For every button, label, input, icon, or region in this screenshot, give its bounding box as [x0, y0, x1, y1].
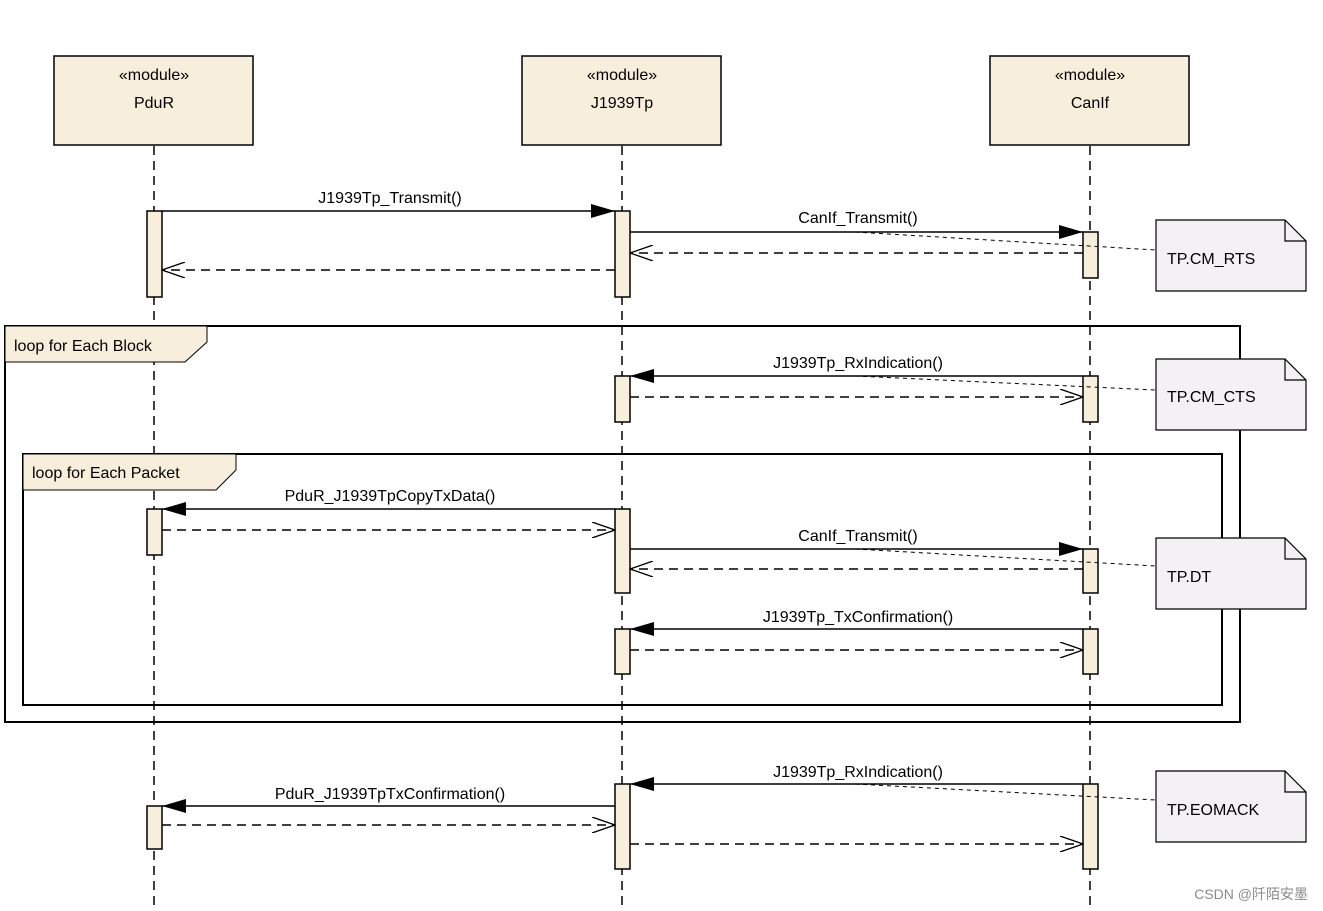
activation-j1939tp-1 [614, 210, 631, 298]
activation-canif-1 [1082, 231, 1099, 279]
loop-frame-each-packet: loop for Each Packet [22, 453, 1223, 706]
activation-j1939tp-5 [614, 783, 631, 870]
activation-j1939tp-3 [614, 508, 631, 594]
message-labels: J1939Tp_Transmit() CanIf_Transmit() J193… [275, 190, 953, 803]
loop-label-each-packet: loop for Each Packet [32, 465, 180, 482]
activation-pdur-5 [146, 805, 163, 850]
lifeline-canif-name: CanIf [1071, 95, 1110, 112]
msg-pdur-txconfirmation-label: PduR_J1939TpTxConfirmation() [275, 786, 505, 803]
watermark: CSDN @阡陌安墨 [1194, 886, 1308, 902]
lifeline-pdur-name: PduR [134, 95, 174, 112]
msg-pdur-copytxdata-label: PduR_J1939TpCopyTxData() [285, 488, 496, 505]
note-tp-dt-text: TP.DT [1167, 569, 1211, 586]
msg-j1939tp-rxindication-2-label: J1939Tp_RxIndication() [773, 764, 943, 781]
lifeline-canif-stereotype: «module» [1055, 67, 1125, 84]
activation-j1939tp-2 [614, 375, 631, 423]
lifeline-j1939tp-stereotype: «module» [587, 67, 657, 84]
msg-j1939tp-txconfirmation-label: J1939Tp_TxConfirmation() [763, 609, 953, 626]
activation-canif-4 [1082, 628, 1099, 675]
note-tp-dt: TP.DT [854, 537, 1307, 610]
activation-bars [146, 210, 1099, 870]
loop-frame-each-block: loop for Each Block [4, 325, 1241, 723]
activation-pdur-3 [146, 508, 163, 556]
activation-pdur-1 [146, 210, 163, 298]
activation-canif-3 [1082, 548, 1099, 594]
lifeline-canif: «module» CanIf [989, 55, 1190, 146]
return-messages [162, 253, 1083, 844]
activation-canif-5 [1082, 783, 1099, 870]
lifeline-pdur-stereotype: «module» [119, 67, 189, 84]
msg-j1939tp-transmit-label: J1939Tp_Transmit() [318, 190, 461, 207]
lifeline-j1939tp: «module» J1939Tp [521, 55, 722, 146]
msg-canif-transmit-label: CanIf_Transmit() [798, 210, 917, 227]
activation-j1939tp-4 [614, 628, 631, 675]
lifeline-pdur: «module» PduR [53, 55, 254, 146]
msg-j1939tp-rxindication-label: J1939Tp_RxIndication() [773, 355, 943, 372]
lifeline-j1939tp-name: J1939Tp [591, 95, 653, 112]
note-tp-eomack-text: TP.EOMACK [1167, 802, 1260, 819]
msg-canif-transmit-2-label: CanIf_Transmit() [798, 528, 917, 545]
activation-canif-2 [1082, 375, 1099, 423]
note-tp-cm-rts: TP.CM_RTS [854, 219, 1307, 292]
note-tp-cm-cts: TP.CM_CTS [854, 358, 1307, 431]
call-messages [162, 204, 1083, 813]
note-tp-cm-rts-text: TP.CM_RTS [1167, 251, 1255, 268]
note-tp-eomack: TP.EOMACK [854, 770, 1307, 843]
loop-label-each-block: loop for Each Block [14, 338, 153, 355]
note-tp-cm-cts-text: TP.CM_CTS [1167, 389, 1256, 406]
